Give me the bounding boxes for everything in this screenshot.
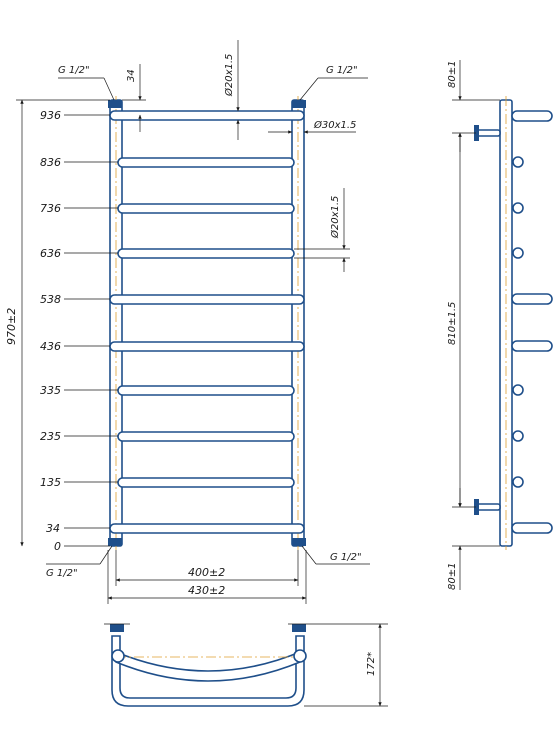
level-label: 335 <box>40 384 61 397</box>
wall-flange-top <box>474 125 479 141</box>
bottom-right-fitting <box>292 538 306 546</box>
level-label: 34 <box>46 522 60 535</box>
side-rung-stub <box>512 384 524 396</box>
rung <box>117 157 295 168</box>
rung <box>117 477 295 488</box>
level-label: 0 <box>54 540 61 553</box>
side-rung-long <box>511 522 553 534</box>
outer-width-label: 430±2 <box>188 584 225 597</box>
overall-height-label: 970±2 <box>5 308 18 345</box>
rung <box>117 431 295 442</box>
side-rung-long <box>511 110 553 122</box>
bottom-view: 172* <box>104 623 388 707</box>
inner-width-label: 400±2 <box>188 566 225 579</box>
side-top-offset-label: 80±1 <box>447 61 458 88</box>
rung-bottom <box>109 523 305 534</box>
top-left-fitting <box>108 100 122 108</box>
level-label: 235 <box>40 430 61 443</box>
top-offset-label: 34 <box>126 69 137 82</box>
bottom-depth-label: 172* <box>366 652 377 676</box>
rung-diameter-mid-label: Ø20x1.5 <box>329 196 341 239</box>
level-label: 436 <box>40 340 61 353</box>
level-label: 636 <box>40 247 61 260</box>
bottom-fitting-left <box>111 649 125 663</box>
rung <box>117 385 295 396</box>
side-rung-long <box>511 293 553 305</box>
level-label: 538 <box>40 293 61 306</box>
side-rung-stub <box>512 247 524 259</box>
bottom-curved-rung <box>115 650 301 682</box>
side-rung-stub <box>512 476 524 488</box>
side-rung-stub <box>512 156 524 168</box>
rung <box>117 248 295 259</box>
thread-bottom-left-label: G 1/2" <box>46 568 78 579</box>
side-rung-stub <box>512 202 524 214</box>
thread-bottom-right-label: G 1/2" <box>330 552 362 563</box>
rung <box>117 203 295 214</box>
rung <box>109 341 305 352</box>
level-label: 836 <box>40 156 61 169</box>
bottom-cap-left <box>110 624 124 632</box>
side-rung-stub <box>512 430 524 442</box>
bottom-cap-right <box>292 624 306 632</box>
rung-diameter-top-label: Ø20x1.5 <box>223 54 235 97</box>
rung-top <box>109 110 305 121</box>
wall-bracket-bottom <box>475 503 501 511</box>
bottom-outer-tube <box>111 635 305 707</box>
level-label: 936 <box>40 109 61 122</box>
riser-diameter-label: Ø30x1.5 <box>313 119 356 131</box>
rung <box>109 294 305 305</box>
bottom-fitting-right <box>293 649 307 663</box>
level-label: 135 <box>40 476 61 489</box>
side-bottom-offset-label: 80±1 <box>447 563 458 590</box>
bottom-left-fitting <box>108 538 122 546</box>
side-middle-span-label: 810±1.5 <box>447 302 458 345</box>
level-extension-lines <box>64 114 118 547</box>
wall-flange-bottom <box>474 499 479 515</box>
thread-top-left-label: G 1/2" <box>58 65 90 76</box>
wall-bracket-top <box>475 129 501 137</box>
top-right-fitting <box>292 100 306 108</box>
thread-top-right-label: G 1/2" <box>326 65 358 76</box>
side-rung-long <box>511 340 553 352</box>
side-view: 80±1 810±1.5 80±1 <box>447 60 553 590</box>
front-view: 936 836 736 636 538 436 335 235 135 34 0… <box>5 40 370 604</box>
level-label: 736 <box>40 202 61 215</box>
